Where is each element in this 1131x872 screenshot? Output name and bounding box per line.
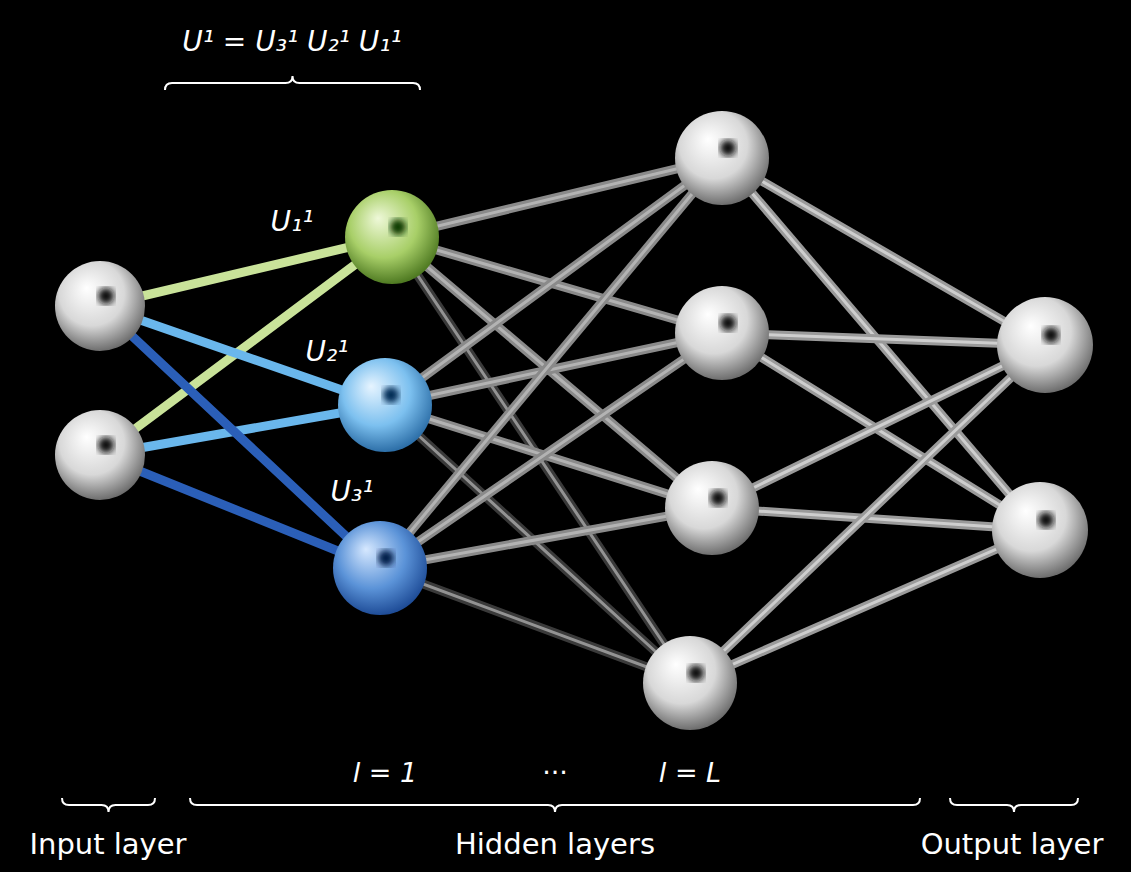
unitary-label: U₁¹ [268,206,317,238]
weight-line-highlight [722,158,1045,345]
ellipsis: ··· [539,757,571,788]
weight-line-highlight [712,345,1045,508]
layer-name: Input layer [26,828,189,861]
weight-line [722,158,1045,345]
neurons [55,111,1093,730]
curly-brace [950,798,1078,812]
neuron-spot [378,550,394,566]
neuron-spot [710,490,726,506]
weight-line [380,333,722,568]
layer-index: l = 1 [350,757,420,788]
neuron-sphere [643,636,737,730]
weight-line-highlight [100,306,380,568]
neuron-spot [1038,512,1054,528]
weight-line [712,345,1045,508]
unitary-label: U₂¹ [303,336,352,368]
unitary-label: U₃¹ [328,476,377,508]
weight-line-highlight [722,333,1045,345]
neuron-spot [383,387,399,403]
weight-line [722,333,1045,345]
weight-line-highlight [380,508,712,568]
neuron-spot [688,665,704,681]
formula-label: U¹ = U₃¹ U₂¹ U₁¹ [179,26,405,58]
neuron-sphere [333,521,427,615]
neuron-sphere [665,461,759,555]
neuron-sphere [675,111,769,205]
layer-name: Output layer [918,828,1107,861]
neuron-sphere [997,297,1093,393]
curly-brace [190,798,920,812]
neuron-sphere [345,190,439,284]
weight-line-highlight [690,530,1040,683]
neuron-sphere [55,261,145,351]
neuron-spot [390,219,406,235]
weight-line [690,530,1040,683]
weight-line [380,568,690,683]
neuron-spot [1043,327,1059,343]
neuron-sphere [55,410,145,500]
layer-name: Hidden layers [452,828,658,861]
curly-brace [165,76,420,90]
connection-lines [100,158,1045,683]
braces [62,76,1078,812]
weight-line [100,306,380,568]
neuron-sphere [992,482,1088,578]
neuron-spot [98,288,114,304]
neuron-sphere [338,358,432,452]
neuron-spot [98,437,114,453]
weight-line-highlight [380,333,722,568]
layer-index: l = L [656,757,724,788]
curly-brace [62,798,155,812]
neuron-spot [720,315,736,331]
neuron-sphere [675,286,769,380]
weight-line-highlight [380,568,690,683]
weight-line [380,508,712,568]
neuron-spot [720,140,736,156]
